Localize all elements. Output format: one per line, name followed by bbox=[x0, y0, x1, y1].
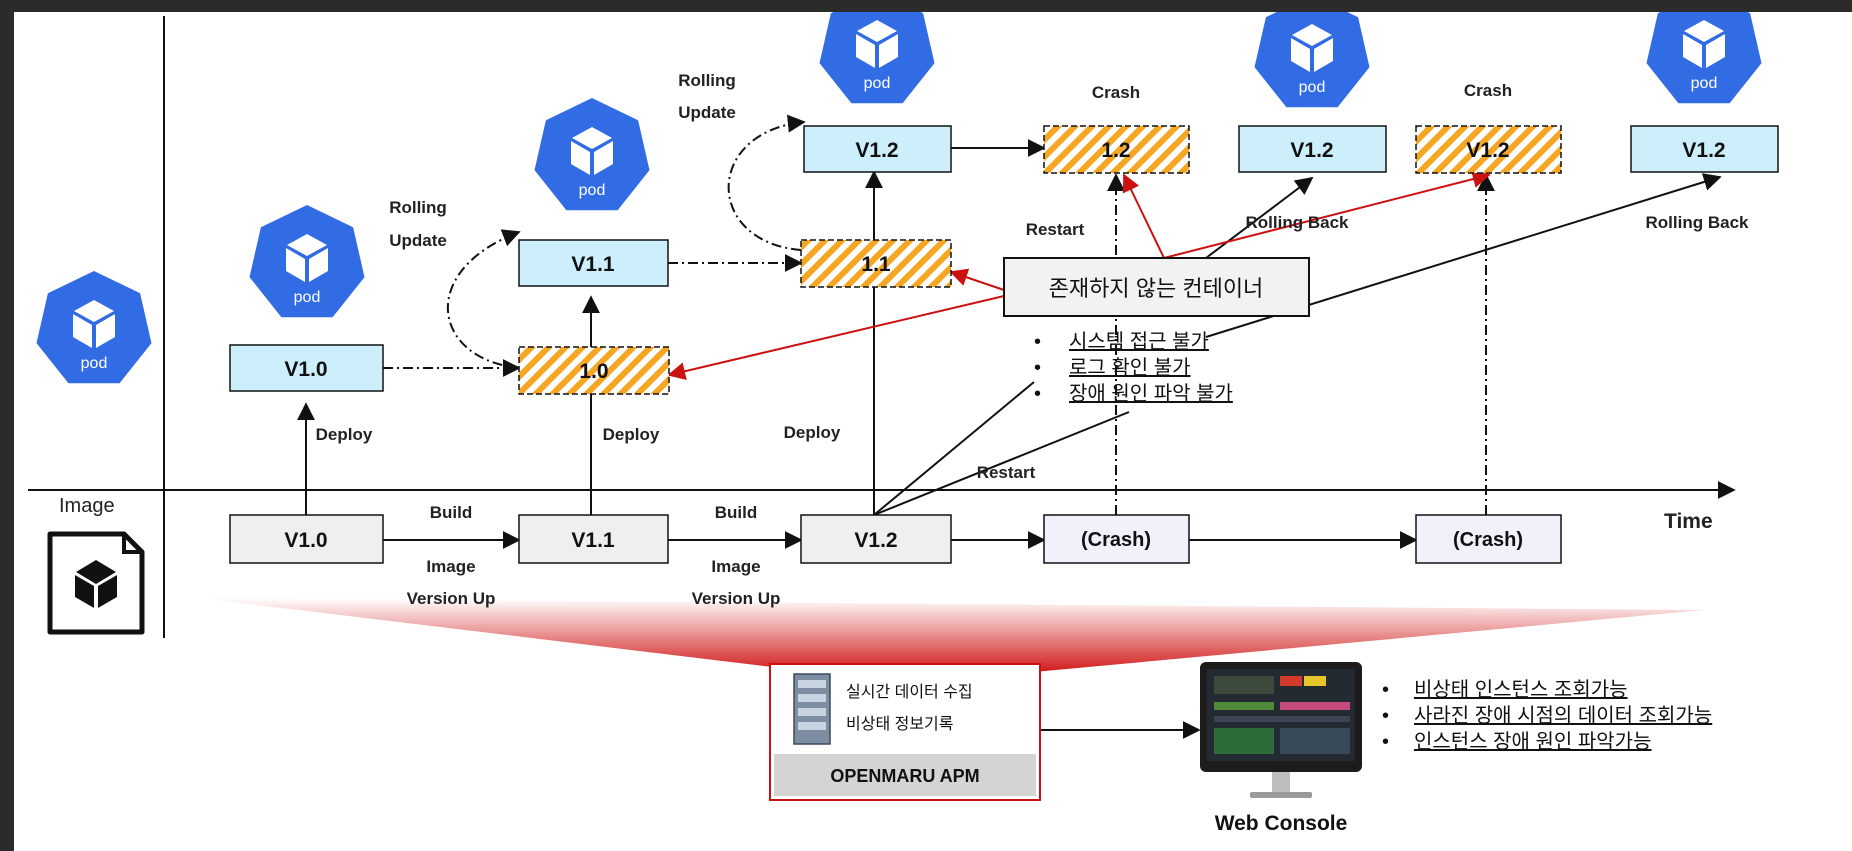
svg-text:V1.2: V1.2 bbox=[1466, 139, 1509, 162]
flow-labels: Deploy Deploy Deploy Build Build Image V… bbox=[316, 71, 1749, 608]
pod-icon-v10: pod bbox=[249, 205, 365, 318]
pod-icon-base: pod bbox=[36, 271, 152, 384]
svg-text:장애 원인 파악 불가: 장애 원인 파악 불가 bbox=[1069, 382, 1233, 405]
server-icon bbox=[793, 673, 831, 745]
image-box-v11: V1.1 bbox=[518, 514, 669, 564]
svg-text:Deploy: Deploy bbox=[603, 425, 660, 444]
svg-text:V1.0: V1.0 bbox=[284, 358, 327, 381]
crashed-container-12: 1.2 bbox=[1043, 125, 1190, 174]
svg-text:Build: Build bbox=[715, 503, 758, 522]
image-box-v12: V1.2 bbox=[800, 514, 952, 564]
svg-text:OPENMARU APM: OPENMARU APM bbox=[830, 766, 979, 786]
svg-text:Image: Image bbox=[711, 557, 760, 576]
callout-arrows bbox=[667, 170, 1491, 381]
svg-text:•: • bbox=[1382, 705, 1389, 727]
rolled-back-box-1: V1.2 bbox=[1238, 125, 1387, 173]
svg-text:pod: pod bbox=[1691, 75, 1718, 92]
nonexistent-container-callout: 존재하지 않는 컨테이너 bbox=[1003, 257, 1310, 317]
svg-text:실시간 데이터 수집: 실시간 데이터 수집 bbox=[846, 683, 973, 701]
svg-text:pod: pod bbox=[579, 182, 606, 199]
rolled-back-box-2: V1.2 bbox=[1630, 125, 1779, 173]
svg-text:비상태 인스턴스 조회가능: 비상태 인스턴스 조회가능 bbox=[1414, 678, 1628, 701]
svg-text:1.2: 1.2 bbox=[1101, 139, 1130, 162]
svg-text:존재하지 않는 컨테이너: 존재하지 않는 컨테이너 bbox=[1049, 276, 1264, 301]
image-axis-label: Image bbox=[59, 495, 115, 517]
svg-text:(Crash): (Crash) bbox=[1453, 529, 1523, 551]
pod-icon-rollback-2: pod bbox=[1646, 12, 1762, 104]
svg-text:Version Up: Version Up bbox=[407, 589, 496, 608]
svg-text:Crash: Crash bbox=[1092, 83, 1140, 102]
svg-text:Restart: Restart bbox=[977, 463, 1036, 482]
svg-text:pod: pod bbox=[81, 355, 108, 372]
pod-icons: pod pod pod pod pod pod bbox=[36, 12, 1762, 384]
svg-text:Update: Update bbox=[678, 103, 736, 122]
old-container-11: 1.1 bbox=[800, 239, 952, 288]
apm-collection-fan bbox=[199, 598, 1704, 672]
svg-text:•: • bbox=[1382, 731, 1389, 753]
svg-text:시스템 접근 불가: 시스템 접근 불가 bbox=[1069, 330, 1209, 353]
svg-text:pod: pod bbox=[864, 75, 891, 92]
connector-lines bbox=[297, 114, 1722, 739]
image-box-crash-1: (Crash) bbox=[1043, 514, 1190, 564]
svg-text:(Crash): (Crash) bbox=[1081, 529, 1151, 551]
image-box-v10: V1.0 bbox=[229, 514, 384, 564]
svg-text:Rolling Back: Rolling Back bbox=[1646, 213, 1750, 232]
deploy-box-v12: V1.2 bbox=[803, 125, 952, 173]
old-container-10: 1.0 bbox=[518, 346, 670, 395]
svg-text:V1.2: V1.2 bbox=[1682, 139, 1725, 162]
svg-text:V1.2: V1.2 bbox=[855, 139, 898, 162]
svg-text:V1.1: V1.1 bbox=[571, 253, 615, 276]
svg-text:•: • bbox=[1034, 331, 1041, 353]
svg-text:•: • bbox=[1382, 679, 1389, 701]
crashed-container-v12: V1.2 bbox=[1415, 125, 1562, 174]
svg-text:Rolling: Rolling bbox=[389, 198, 447, 217]
svg-text:Version Up: Version Up bbox=[692, 589, 781, 608]
svg-text:로그 확인 불가: 로그 확인 불가 bbox=[1069, 356, 1191, 379]
image-file-icon bbox=[47, 531, 145, 635]
pod-icon-v11: pod bbox=[534, 98, 650, 211]
svg-text:•: • bbox=[1034, 357, 1041, 379]
svg-text:V1.2: V1.2 bbox=[854, 529, 897, 552]
openmaru-apm-box: OPENMARU APM 실시간 데이터 수집 비상태 정보기록 bbox=[769, 663, 1041, 801]
image-box-crash-2: (Crash) bbox=[1415, 514, 1562, 564]
svg-text:V1.0: V1.0 bbox=[284, 529, 327, 552]
deploy-box-v11: V1.1 bbox=[518, 239, 669, 287]
svg-text:Deploy: Deploy bbox=[316, 425, 373, 444]
pod-icon-v12: pod bbox=[819, 12, 935, 104]
svg-text:V1.2: V1.2 bbox=[1290, 139, 1333, 162]
deploy-box-v10: V1.0 bbox=[229, 344, 384, 392]
svg-text:•: • bbox=[1034, 383, 1041, 405]
svg-text:비상태 정보기록: 비상태 정보기록 bbox=[846, 715, 954, 733]
problem-list: • 시스템 접근 불가 • 로그 확인 불가 • 장애 원인 파악 불가 bbox=[1034, 330, 1233, 405]
svg-text:1.0: 1.0 bbox=[579, 360, 608, 383]
svg-text:Image: Image bbox=[426, 557, 475, 576]
svg-text:V1.1: V1.1 bbox=[571, 529, 615, 552]
svg-text:pod: pod bbox=[294, 289, 321, 306]
svg-text:pod: pod bbox=[1299, 79, 1326, 96]
svg-text:1.1: 1.1 bbox=[861, 253, 891, 276]
web-console-monitor bbox=[1200, 662, 1362, 798]
svg-text:Rolling: Rolling bbox=[678, 71, 736, 90]
svg-text:Crash: Crash bbox=[1464, 81, 1512, 100]
svg-text:인스턴스 장애 원인 파악가능: 인스턴스 장애 원인 파악가능 bbox=[1414, 730, 1651, 753]
svg-text:Build: Build bbox=[430, 503, 473, 522]
pod-icon-rollback-1: pod bbox=[1254, 12, 1370, 108]
svg-text:사라진 장애 시점의 데이터 조회가능: 사라진 장애 시점의 데이터 조회가능 bbox=[1414, 704, 1712, 727]
time-axis-label: Time bbox=[1664, 510, 1713, 533]
benefit-list: • 비상태 인스턴스 조회가능 • 사라진 장애 시점의 데이터 조회가능 • … bbox=[1382, 678, 1712, 753]
svg-text:Deploy: Deploy bbox=[784, 423, 841, 442]
svg-text:Update: Update bbox=[389, 231, 447, 250]
svg-text:Restart: Restart bbox=[1026, 220, 1085, 239]
svg-text:Rolling Back: Rolling Back bbox=[1246, 213, 1350, 232]
web-console-label: Web Console bbox=[1215, 812, 1348, 835]
